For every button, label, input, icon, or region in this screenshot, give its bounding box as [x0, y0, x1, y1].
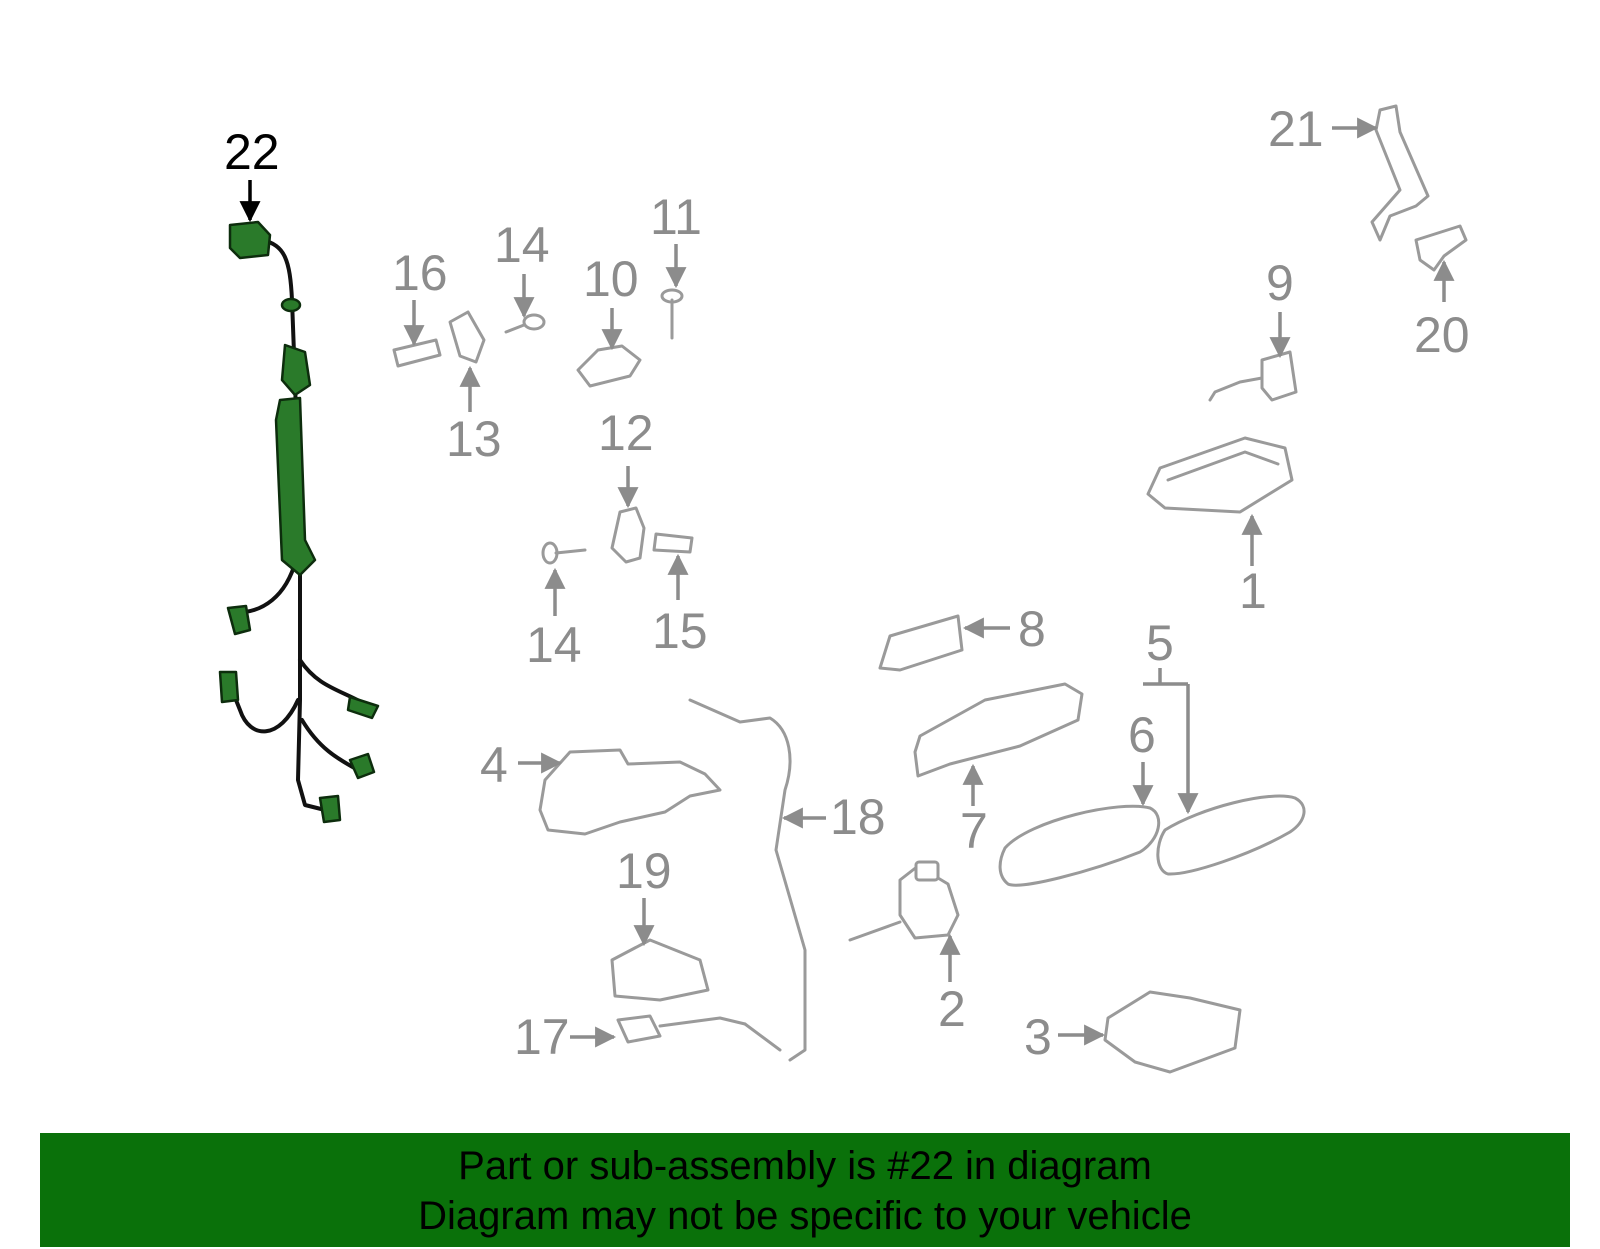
part-5-handle[interactable] — [1156, 794, 1306, 876]
wiring-harness-part-22[interactable] — [218, 220, 380, 824]
part-15-bushing[interactable] — [652, 532, 694, 554]
part-6-trim[interactable] — [998, 804, 1161, 887]
banner-line-part: Part or sub-assembly is #22 in diagram — [458, 1144, 1152, 1188]
part-21-bracket[interactable] — [1370, 104, 1430, 242]
callout-16: 16 — [392, 245, 448, 301]
part-18-cable[interactable] — [688, 698, 807, 1062]
callout-5: 5 — [1146, 615, 1174, 671]
callout-11: 11 — [650, 189, 702, 245]
callout-14-bottom: 14 — [526, 617, 582, 673]
callout-20: 20 — [1414, 307, 1470, 363]
info-banner: Part or sub-assembly is #22 in diagram D… — [40, 1133, 1570, 1247]
part-16-bushing[interactable] — [392, 338, 442, 368]
callout-9: 9 — [1266, 255, 1294, 311]
callout-15: 15 — [652, 603, 708, 659]
callout-1: 1 — [1239, 563, 1267, 619]
part-14-screw-top[interactable] — [504, 313, 546, 334]
part-1-handle-housing[interactable] — [1146, 436, 1294, 514]
callout-22: 22 — [224, 124, 280, 180]
callout-3: 3 — [1024, 1009, 1052, 1065]
callout-17: 17 — [514, 1009, 570, 1065]
part-2-actuator[interactable] — [848, 860, 960, 942]
callout-19: 19 — [616, 843, 672, 899]
callout-18: 18 — [830, 789, 886, 845]
callout-2: 2 — [938, 981, 966, 1037]
callout-7: 7 — [960, 803, 988, 859]
part-3-lock[interactable] — [1103, 990, 1242, 1074]
part-19-cover[interactable] — [610, 938, 710, 1002]
callout-4: 4 — [480, 737, 508, 793]
callout-21: 21 — [1268, 101, 1324, 157]
callout-arrows — [239, 117, 1455, 1048]
callout-labels: 22 1 2 3 4 5 6 7 8 9 10 11 12 13 14 14 1… — [224, 101, 1470, 1065]
banner-line-disclaimer: Diagram may not be specific to your vehi… — [418, 1194, 1192, 1238]
part-12-pad[interactable] — [610, 506, 646, 564]
callout-12: 12 — [598, 405, 654, 461]
callout-6: 6 — [1128, 707, 1156, 763]
callout-8: 8 — [1018, 601, 1046, 657]
part-8-plate[interactable] — [878, 614, 964, 672]
part-4-bracket[interactable] — [538, 748, 722, 836]
callout-13: 13 — [446, 411, 502, 467]
part-9-switch[interactable] — [1208, 350, 1298, 402]
part-7-handle-frame[interactable] — [913, 682, 1084, 778]
part-17-sensor[interactable] — [616, 1014, 747, 1044]
part-14-pin-bottom[interactable] — [541, 541, 587, 565]
part-11-bolt[interactable] — [660, 288, 684, 340]
part-20-mount[interactable] — [1414, 224, 1468, 272]
part-13-clip[interactable] — [448, 310, 486, 364]
callout-14-top: 14 — [494, 217, 550, 273]
callout-10: 10 — [583, 251, 639, 307]
part-10-hinge[interactable] — [576, 344, 642, 388]
